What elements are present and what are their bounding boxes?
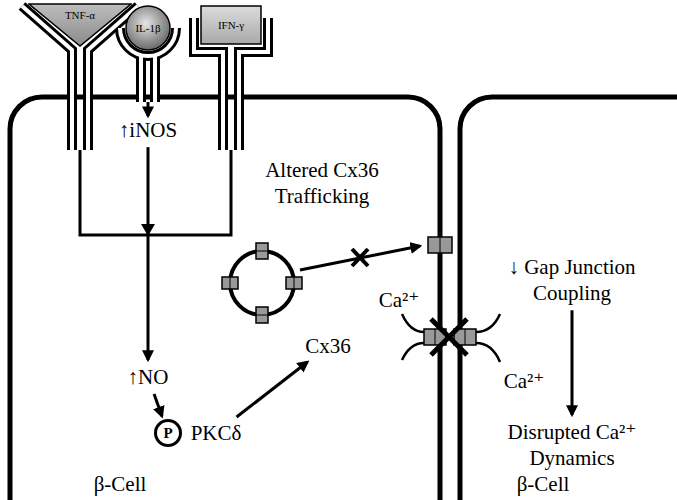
node-text: TNF-α — [65, 9, 95, 21]
beta-cell: β-Cell ↑iNOS ↑NO P PKCδ Cx36 — [10, 97, 440, 500]
node-text: Cx36 — [305, 333, 351, 359]
effect-label: ↓ Gap Junction Coupling — [477, 253, 667, 308]
node-text: P — [163, 426, 172, 441]
ion-label: Ca²⁺ — [504, 368, 545, 394]
node-text: ↓ Gap Junction Coupling — [479, 254, 665, 307]
kinase-label: PKCδ — [189, 419, 244, 447]
signal-bracket — [80, 150, 231, 235]
enzyme-label: ↑iNOS — [117, 116, 179, 144]
phospho-circle: P — [154, 419, 182, 447]
ion-label: Ca²⁺ — [379, 287, 420, 313]
node-text: PKCδ — [191, 420, 242, 446]
signal-arrow — [237, 362, 308, 417]
signal-arrow — [571, 310, 574, 415]
signal-arrow — [154, 394, 162, 416]
connexon-line — [230, 237, 465, 345]
beta-cell: β-Cell ↓ Gap Junction CouplingDisrupted C… — [460, 97, 677, 500]
ligand-square: IFN-γ — [200, 5, 262, 45]
node-text: β-Cell — [517, 471, 570, 497]
calcium-flow — [402, 314, 500, 362]
node-text: ↑NO — [128, 364, 169, 390]
signal-arrow — [146, 147, 149, 360]
cell-label-box: β-Cell — [94, 471, 147, 497]
signal-arrow — [147, 102, 150, 116]
outcome-label: Disrupted Ca²⁺ Dynamics — [472, 418, 672, 473]
ligand-circle: IL-1β — [125, 5, 171, 51]
ion-label-box: Ca²⁺ — [504, 368, 545, 394]
cell-label-box: β-Cell — [517, 471, 570, 497]
block-mark — [352, 249, 368, 266]
ion-label-box: Ca²⁺ — [379, 287, 420, 313]
ligand-text-box: IL-1β — [125, 5, 171, 51]
vesicle — [230, 251, 294, 315]
node-text: Disrupted Ca²⁺ Dynamics — [474, 419, 670, 472]
ligand-text-box: TNF-α — [28, 3, 132, 47]
protein-label: Cx36 — [303, 332, 353, 360]
node-text: β-Cell — [94, 471, 147, 497]
node-text: IL-1β — [135, 22, 160, 34]
block-mark — [431, 319, 467, 355]
process-label: Altered Cx36 Trafficking — [235, 157, 410, 210]
ligand-text-box: IFN-γ — [200, 5, 262, 45]
trafficking-arrow — [300, 246, 420, 270]
ligand-triangle: TNF-α — [28, 3, 132, 47]
node-text: ↑iNOS — [119, 117, 177, 143]
process-label-box: Altered Cx36 Trafficking — [235, 157, 410, 210]
cell-membrane — [460, 97, 677, 500]
node-text: IFN-γ — [218, 19, 244, 31]
cell-membrane — [10, 97, 440, 500]
molecule-label: ↑NO — [126, 363, 171, 391]
